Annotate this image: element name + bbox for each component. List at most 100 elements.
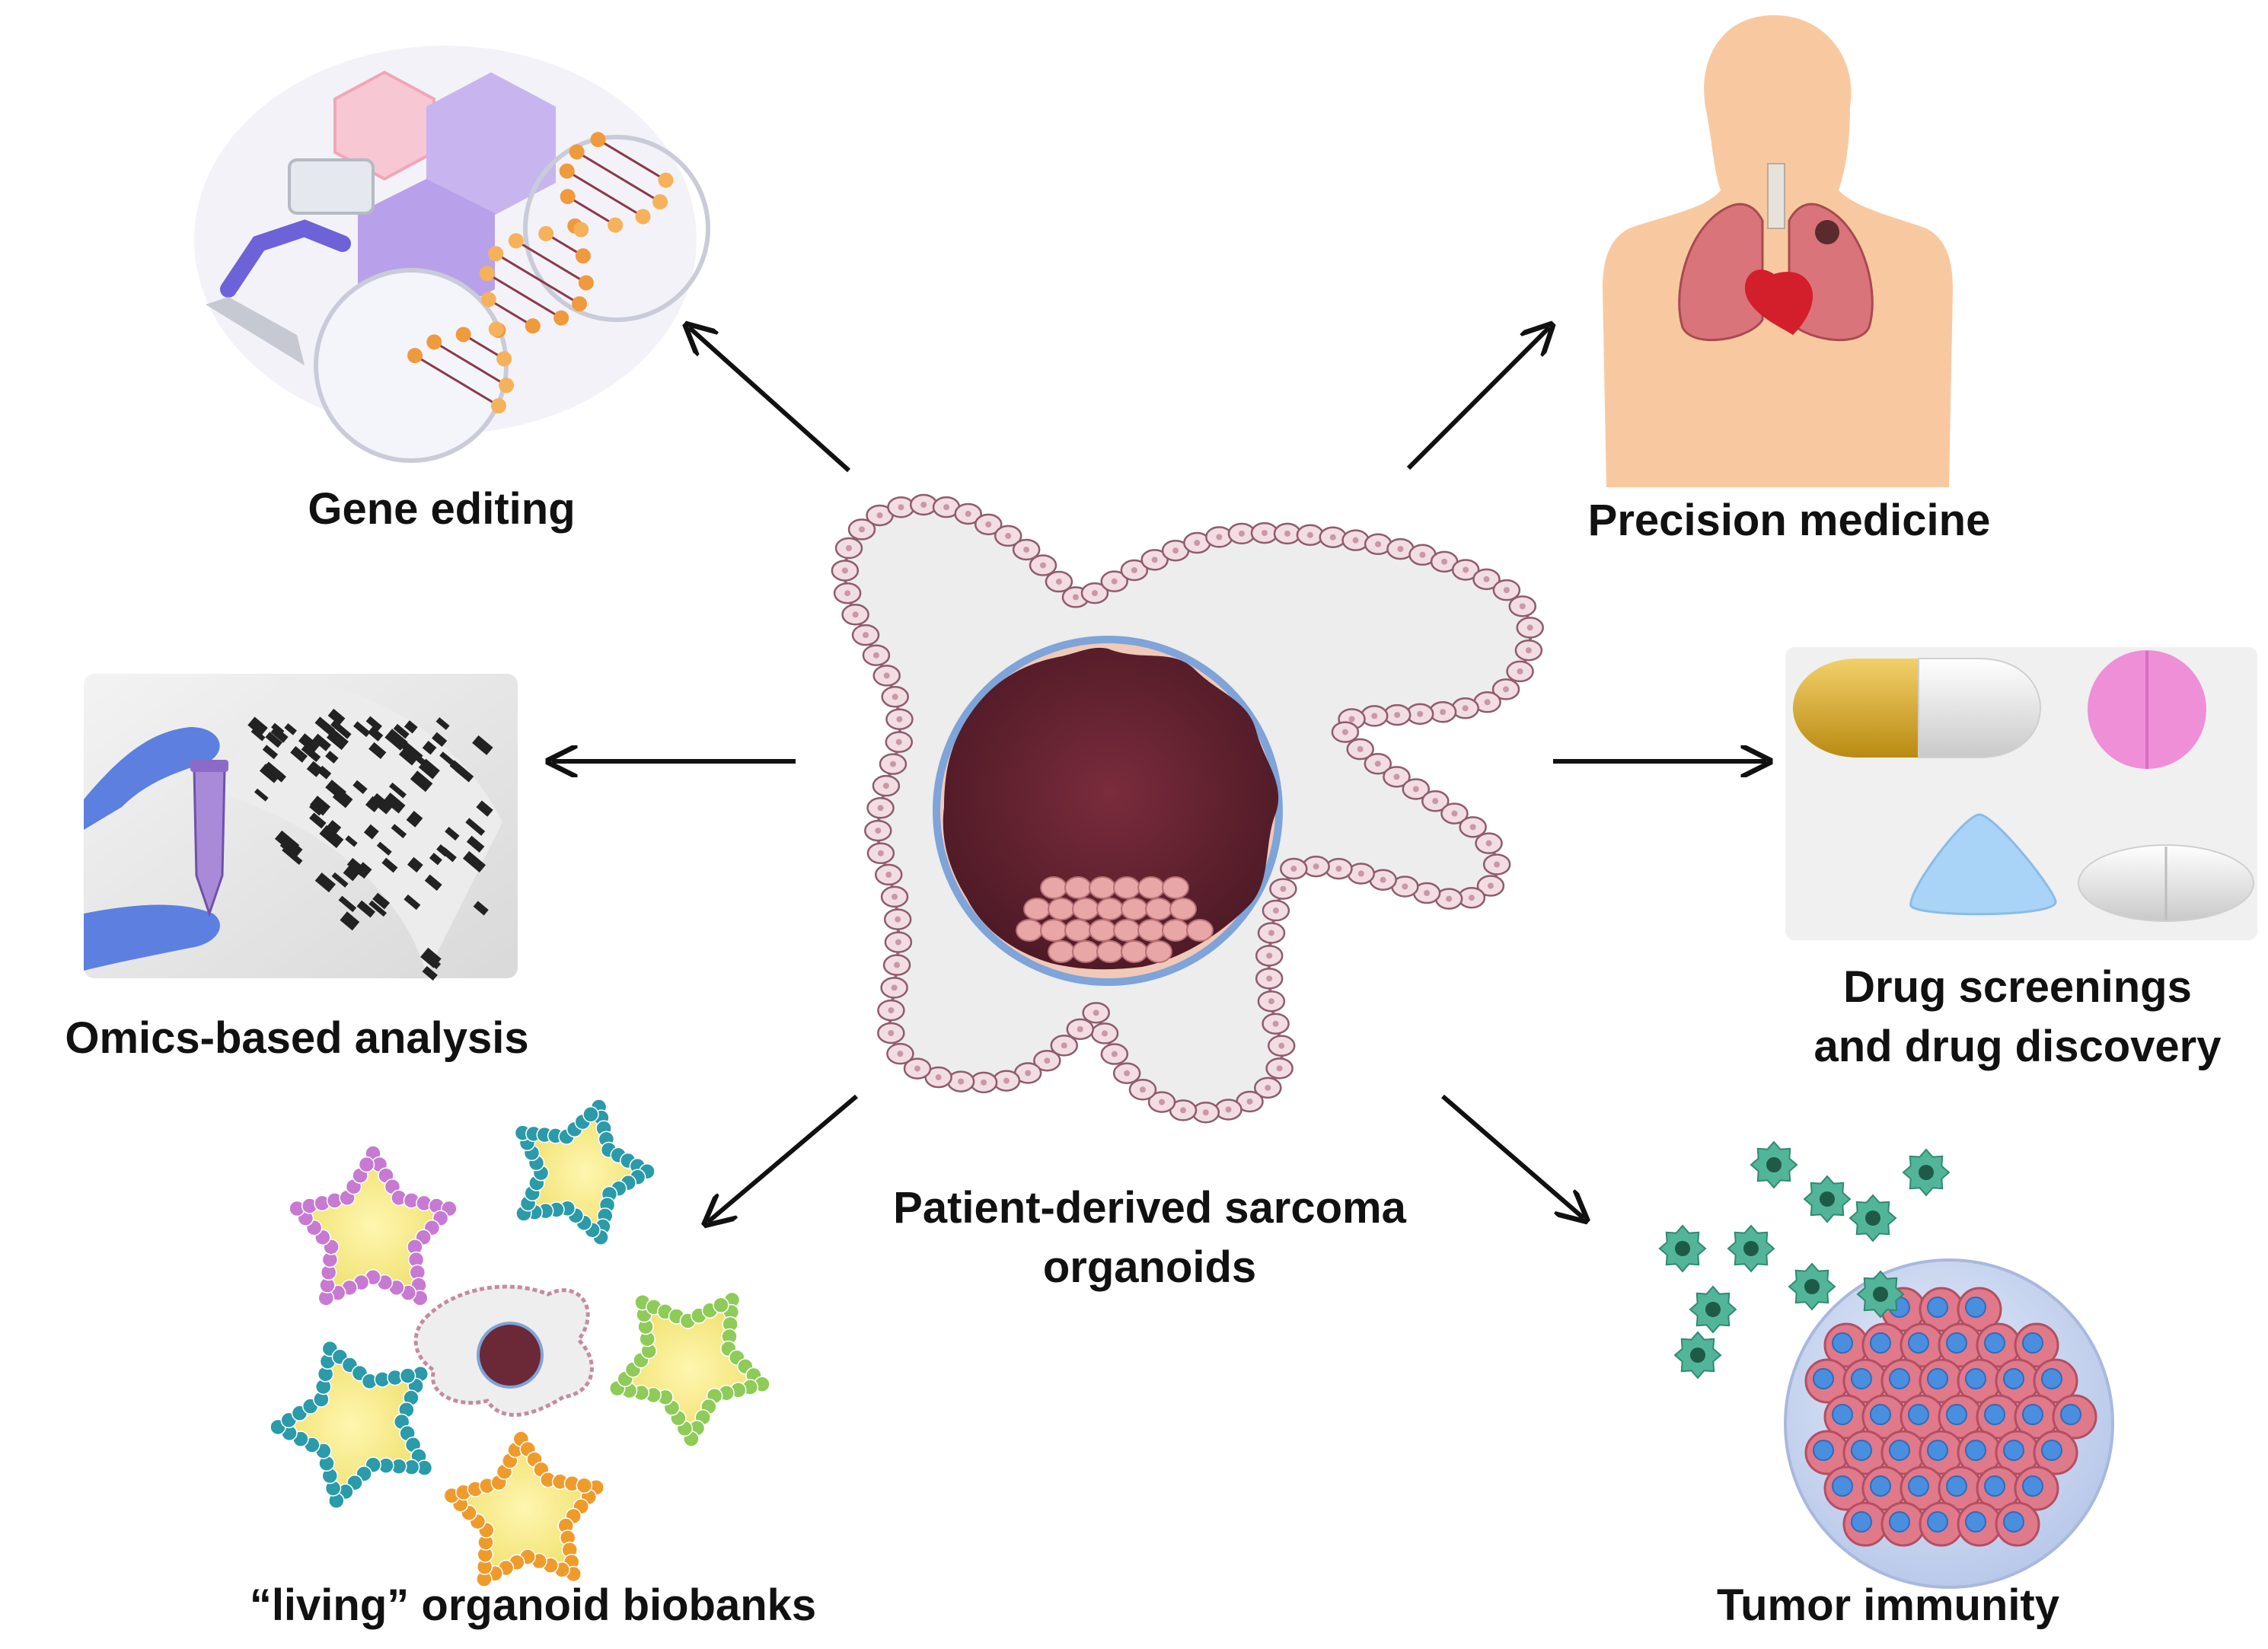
center-title: Patient-derived sarcoma organoids [853, 1179, 1447, 1297]
organoid-cell-nucleus [1139, 1086, 1146, 1093]
immune-cell-nucleus [1766, 1157, 1782, 1172]
lumen-cell [1121, 940, 1148, 963]
gel-band [449, 760, 466, 776]
organoid-cell-nucleus [882, 783, 889, 789]
gel-band [393, 723, 410, 739]
arrow-to-gene-editing [689, 327, 851, 473]
heart [1744, 270, 1813, 335]
organoid-cell-nucleus [1023, 546, 1030, 553]
organoid-cell-nucleus [1402, 883, 1408, 890]
tumor-cell-nucleus [1965, 1368, 1986, 1389]
organoid-cell-nucleus [889, 761, 896, 767]
organoid-cell-nucleus [1348, 716, 1355, 722]
organoid-cell-nucleus [1432, 798, 1439, 805]
organoid-cell-nucleus [1352, 537, 1359, 544]
tumor-cell-nucleus [1965, 1511, 1986, 1533]
capsule-white-half [1918, 658, 2042, 758]
mini-organoid [413, 1284, 594, 1417]
organoid-cell-nucleus [1393, 773, 1400, 780]
dna-rung [576, 151, 661, 203]
dna-bead [573, 222, 589, 238]
gel-band [363, 824, 379, 840]
organoid-cell-nucleus [1202, 1109, 1209, 1116]
dna-bead [407, 348, 423, 363]
lumen-cell [1089, 919, 1116, 942]
dna-bead [496, 351, 512, 367]
dna-bead [508, 233, 524, 249]
lumen-cell [1137, 919, 1165, 942]
gel-band [309, 812, 327, 829]
organoid-cell-nucleus [1441, 558, 1448, 565]
gel-band [306, 761, 324, 777]
gel-band [317, 765, 332, 780]
organoid-cell-nucleus [1487, 882, 1494, 889]
arrow-to-precision-medicine [1406, 327, 1549, 470]
robotic-base [206, 297, 305, 365]
arrow-to-tumor-immunity [1441, 1094, 1584, 1218]
organoid-cell-nucleus [914, 1065, 920, 1072]
gel-band [376, 841, 392, 856]
gel-band [368, 900, 388, 917]
tumor-immunity-illustration [1658, 1140, 2114, 1589]
dna-rung [566, 195, 616, 226]
dna-rung [414, 354, 499, 407]
gloved-hand-upper [84, 727, 220, 830]
label-drug: Drug screenings and drug discovery [1774, 958, 2261, 1076]
organoid-cell-nucleus [841, 567, 848, 574]
organoid-cell-nucleus [1055, 579, 1062, 585]
dna-bead [575, 248, 591, 264]
organoid-cell-nucleus [888, 1007, 895, 1014]
gel-band [424, 874, 442, 891]
organoid-cell-nucleus [1151, 557, 1158, 563]
gel-band [343, 864, 360, 882]
gel-band [476, 800, 493, 817]
lumen-cell [1072, 940, 1099, 963]
organoid-cell-nucleus [895, 916, 901, 923]
organoid-cell-nucleus [1172, 547, 1179, 554]
organoid-cell-nucleus [1005, 532, 1012, 539]
tumor-cell-nucleus [2003, 1440, 2024, 1461]
dna-rung [462, 333, 505, 360]
tumor-cell-nucleus [1889, 1440, 1910, 1461]
organoid-cell-nucleus [1238, 530, 1245, 537]
petri-dish-large [523, 135, 710, 322]
organoid-cell-nucleus [1025, 1070, 1032, 1076]
organoid-cell-nucleus [1375, 541, 1382, 547]
tumor-cell-nucleus [2022, 1475, 2043, 1497]
organoid-cell-nucleus [1268, 998, 1274, 1005]
tumor-cell-nucleus [1832, 1475, 1853, 1497]
gel-band [355, 862, 372, 879]
lumen-cell [1162, 919, 1189, 942]
organoid-cell-nucleus [1484, 699, 1491, 706]
tumor-cell-nucleus [2041, 1440, 2062, 1461]
organoid-cell-nucleus [1463, 566, 1469, 573]
tumor-cell-nucleus [1984, 1404, 2005, 1425]
organoid-cell-nucleus [1394, 712, 1401, 719]
organoid-cell-nucleus [981, 1079, 987, 1086]
left-lung [1678, 203, 1764, 342]
gel-band [400, 741, 423, 762]
tumor-cell-nucleus [1851, 1368, 1872, 1389]
immune-cell-nucleus [1873, 1287, 1888, 1302]
organoid-cell-nucleus [958, 1078, 965, 1085]
star-bead [358, 1156, 375, 1173]
gel-band [319, 824, 344, 849]
organoid-cell-nucleus [1503, 686, 1510, 693]
organoid-cell-nucleus [846, 545, 852, 551]
gel-band [407, 856, 423, 873]
tumor-cell-nucleus [1851, 1511, 1872, 1533]
organoid-cell-nucleus [1265, 1084, 1271, 1091]
organoid-cell-nucleus [895, 939, 901, 946]
tumor-cell-nucleus [1946, 1332, 1967, 1354]
organoid-cell-nucleus [1266, 975, 1273, 982]
organoid-cell-nucleus [844, 590, 851, 597]
tumor-cell-nucleus [1927, 1297, 1948, 1318]
organoid-cell-nucleus [1494, 861, 1501, 868]
star-bead [713, 1297, 729, 1314]
gel-band [353, 721, 371, 738]
lumen-cell [1137, 876, 1165, 899]
organoid-cell-nucleus [1446, 895, 1453, 902]
gel-band [367, 726, 384, 742]
organoid-cell-nucleus [1374, 761, 1381, 767]
organoid-cell-nucleus [883, 672, 890, 679]
